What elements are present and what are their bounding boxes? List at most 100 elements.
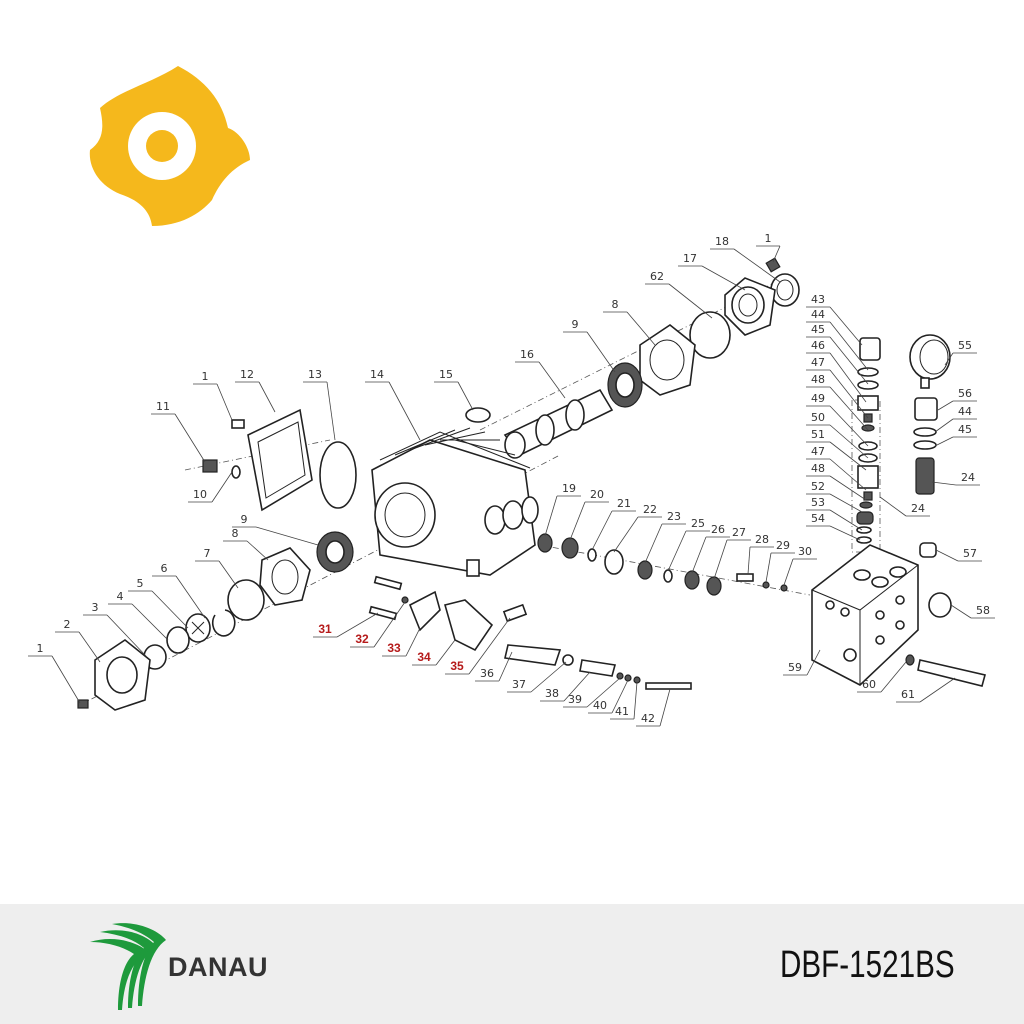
callout-29: 29: [765, 539, 795, 583]
callout-10: 10: [188, 471, 233, 503]
callout-leader-line: [255, 526, 319, 546]
callout-leader-line: [611, 679, 629, 714]
callout-leader-line: [388, 381, 421, 441]
callout-32: 32: [350, 601, 406, 648]
brand-name: DANAU: [168, 952, 268, 982]
callout-45: 45: [934, 423, 977, 447]
callout-45: 45: [806, 323, 869, 385]
callout-leader-line: [131, 603, 169, 641]
callout-19: 19: [544, 482, 581, 537]
callout-number: 24: [961, 471, 975, 484]
callout-leader-line: [563, 671, 591, 702]
callout-number: 1: [37, 642, 44, 655]
callout-number: 35: [450, 659, 464, 673]
callout-leader-line: [530, 661, 567, 693]
callout-leader-line: [829, 405, 869, 447]
callout-number: 44: [958, 405, 972, 418]
callout-number: 33: [387, 641, 401, 655]
callout-leader-line: [829, 352, 867, 403]
callout-number: 23: [667, 510, 681, 523]
callout-44: 44: [934, 405, 977, 433]
callout-leader-line: [806, 649, 821, 676]
callout-number: 19: [562, 482, 576, 495]
callout-52: 52: [806, 480, 863, 513]
callout-leader-line: [919, 677, 956, 703]
callout-37: 37: [507, 661, 567, 693]
callout-34: 34: [412, 639, 456, 666]
callout-number: 43: [811, 293, 825, 306]
callout-leader-line: [151, 590, 189, 629]
callout-number: 56: [958, 387, 972, 400]
callout-number: 34: [417, 650, 431, 664]
callout-number: 1: [765, 232, 772, 245]
callout-number: 47: [811, 356, 825, 369]
callout-leader-line: [218, 560, 239, 589]
callout-number: 37: [512, 678, 526, 691]
callout-56: 56: [937, 387, 977, 411]
callout-8: 8: [603, 298, 656, 346]
callout-leader-line: [783, 558, 794, 586]
callout-leader-line: [829, 369, 869, 419]
callout-leader-line: [258, 381, 276, 413]
callout-6: 6: [152, 562, 206, 619]
callout-leader-line: [468, 617, 511, 675]
callout-33: 33: [382, 627, 421, 657]
callout-leader-line: [829, 321, 869, 371]
callout-leader-line: [701, 265, 746, 291]
axis-line: [539, 544, 811, 596]
callout-47: 47: [806, 356, 869, 419]
callout-number: 17: [683, 252, 697, 265]
callout-number: 6: [161, 562, 168, 575]
callout-number: 5: [137, 577, 144, 590]
callout-leader-line: [211, 471, 233, 503]
callout-leader-line: [747, 546, 751, 575]
callout-leader-line: [591, 510, 613, 551]
callout-number: 10: [193, 488, 207, 501]
footer-bar: DANAU DBF-1521BS: [0, 904, 1024, 1024]
callout-leader-line: [586, 677, 621, 708]
callout-leader-line: [373, 601, 406, 648]
callout-38: 38: [540, 671, 591, 702]
callout-number: 27: [732, 526, 746, 539]
callout-number: 58: [976, 604, 990, 617]
callout-number: 1: [202, 370, 209, 383]
callout-22: 22: [613, 503, 662, 553]
callout-leader-line: [216, 383, 233, 421]
callout-24: 24: [931, 471, 980, 486]
callout-58: 58: [950, 604, 995, 619]
callout-number: 57: [963, 547, 977, 560]
callout-43: 43: [806, 293, 863, 346]
callout-44: 44: [806, 308, 869, 371]
callout-leader-line: [713, 539, 728, 580]
callout-9: 9: [232, 513, 319, 546]
callout-leader-line: [829, 336, 869, 385]
callout-36: 36: [475, 651, 513, 682]
callout-leader-line: [765, 552, 772, 583]
callout-labels: 1181762891643444546474849505147485253545…: [28, 232, 995, 727]
callout-60: 60: [857, 661, 907, 693]
callout-number: 13: [308, 368, 322, 381]
callout-11: 11: [151, 400, 206, 463]
callout-25: 25: [667, 517, 710, 572]
callout-number: 46: [811, 339, 825, 352]
model-number: DBF-1521BS: [780, 944, 955, 986]
callout-14: 14: [365, 368, 421, 441]
callout-leader-line: [667, 530, 687, 572]
callout-number: 26: [711, 523, 725, 536]
callout-54: 54: [806, 512, 861, 541]
callout-49: 49: [806, 392, 869, 447]
callout-1: 1: [28, 642, 81, 704]
callout-leader-line: [405, 627, 421, 657]
callout-leader-line: [106, 614, 147, 657]
callout-26: 26: [691, 523, 730, 574]
callout-9: 9: [563, 318, 616, 373]
callout-leader-line: [829, 458, 867, 491]
callout-leader-line: [772, 245, 781, 263]
callout-55: 55: [944, 339, 977, 366]
callout-number: 15: [439, 368, 453, 381]
callout-number: 51: [811, 428, 825, 441]
callout-number: 28: [755, 533, 769, 546]
callout-leader-line: [246, 540, 269, 561]
callout-leader-line: [498, 651, 513, 682]
callout-23: 23: [644, 510, 686, 564]
